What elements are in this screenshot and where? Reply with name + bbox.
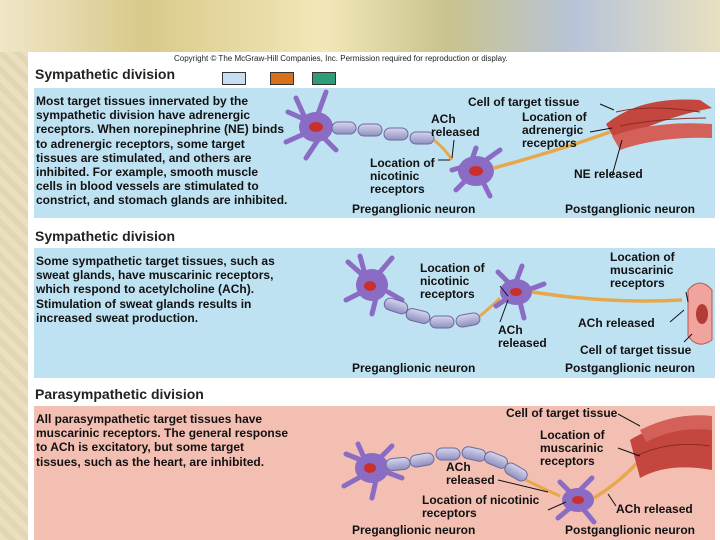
- label-preganglionic-3: Preganglionic neuron: [352, 523, 476, 537]
- section-title-sympathetic-2: Sympathetic division: [35, 228, 176, 244]
- preganglionic-neuron-2: [343, 253, 405, 317]
- legend-swatch-blue: [222, 72, 246, 85]
- panel-3-description: All parasympathetic target tissues have …: [36, 412, 289, 469]
- panel-1-description: Most target tissues innervated by the sy…: [36, 94, 288, 208]
- label-ach-released-3b: ACh released: [616, 502, 693, 516]
- label-pointers-1: [438, 103, 623, 177]
- preganglionic-axon-2: [383, 296, 502, 329]
- label-ach-released-1: ACh released: [431, 112, 480, 139]
- legend-swatch-orange: [270, 72, 294, 85]
- label-location-nicotinic-1: Location of nicotinic receptors: [370, 156, 435, 196]
- label-postganglionic-1: Postganglionic neuron: [565, 202, 696, 216]
- label-cell-of-target-1: Cell of target tissue: [468, 95, 580, 109]
- legend-swatch-green: [312, 72, 336, 85]
- smooth-muscle-target-1: [606, 99, 712, 150]
- preganglionic-axon-3: [385, 446, 561, 498]
- panel-2-description: Some sympathetic target tissues, such as…: [36, 254, 275, 325]
- preganglionic-axon-1: [331, 121, 454, 161]
- cardiac-muscle-target-3: [630, 415, 712, 478]
- label-location-nicotinic-3: Location of nicotinic receptors: [422, 493, 540, 520]
- background-banner: [0, 0, 720, 52]
- label-postganglionic-3: Postganglionic neuron: [565, 523, 696, 537]
- section-title-parasympathetic: Parasympathetic division: [35, 386, 204, 402]
- postganglionic-neuron-1: [449, 130, 611, 199]
- label-cell-of-target-3: Cell of target tissue: [506, 406, 618, 420]
- label-ach-released-2a: ACh released: [498, 323, 547, 350]
- sweat-gland-target-2: [687, 282, 713, 345]
- preganglionic-neuron-1: [283, 89, 339, 161]
- label-postganglionic-2: Postganglionic neuron: [565, 361, 696, 375]
- label-location-muscarinic-2: Location of muscarinic receptors: [610, 250, 675, 290]
- label-ach-released-3a: ACh released: [446, 460, 495, 487]
- preganglionic-neuron-3: [341, 441, 405, 501]
- label-preganglionic-2: Preganglionic neuron: [352, 361, 476, 375]
- section-title-sympathetic-1: Sympathetic division: [35, 66, 176, 82]
- label-location-adrenergic-1: Location of adrenergic receptors: [522, 110, 587, 150]
- label-ne-released-1: NE released: [574, 167, 643, 181]
- label-pointers-3: [497, 413, 641, 511]
- label-cell-of-target-2: Cell of target tissue: [580, 343, 692, 357]
- label-ach-released-2b: ACh released: [578, 316, 655, 330]
- label-location-muscarinic-3: Location of muscarinic receptors: [540, 428, 605, 468]
- label-preganglionic-1: Preganglionic neuron: [352, 202, 476, 216]
- panel-sympathetic-adrenergic: [34, 88, 715, 218]
- label-location-nicotinic-2: Location of nicotinic receptors: [420, 261, 485, 301]
- label-pointers-2: [499, 285, 693, 343]
- copyright-notice: Copyright © The McGraw-Hill Companies, I…: [174, 54, 508, 63]
- postganglionic-neuron-2: [493, 263, 683, 321]
